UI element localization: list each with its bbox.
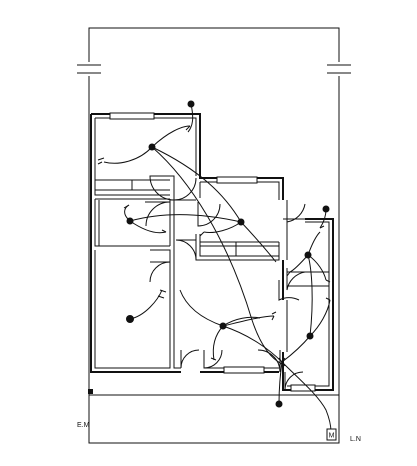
light-point bbox=[219, 322, 227, 330]
light-point bbox=[306, 332, 314, 340]
left-gate-symbol bbox=[77, 62, 101, 76]
meter-label: M bbox=[329, 433, 335, 440]
light-point bbox=[148, 143, 156, 151]
right-gate-symbol bbox=[327, 62, 351, 76]
interior-walls bbox=[94, 117, 330, 387]
light-point bbox=[304, 251, 312, 259]
light-point bbox=[237, 218, 245, 226]
light-point bbox=[322, 205, 330, 213]
light-point bbox=[126, 315, 134, 323]
site-boundary bbox=[88, 27, 340, 444]
light-point bbox=[275, 400, 283, 408]
windows bbox=[109, 112, 316, 392]
meter-symbol: M bbox=[326, 428, 337, 441]
building-outline bbox=[88, 113, 334, 394]
earth-label: E.M bbox=[77, 422, 90, 429]
light-point bbox=[126, 217, 134, 225]
switch-symbols bbox=[97, 125, 331, 361]
kitchen-counters bbox=[95, 179, 279, 256]
wiring-runs bbox=[103, 103, 332, 433]
light-point bbox=[187, 100, 195, 108]
light-points bbox=[126, 100, 330, 408]
door-swings bbox=[145, 175, 306, 391]
line-neutral-label: L.N bbox=[350, 436, 361, 443]
distribution-board bbox=[278, 357, 286, 367]
